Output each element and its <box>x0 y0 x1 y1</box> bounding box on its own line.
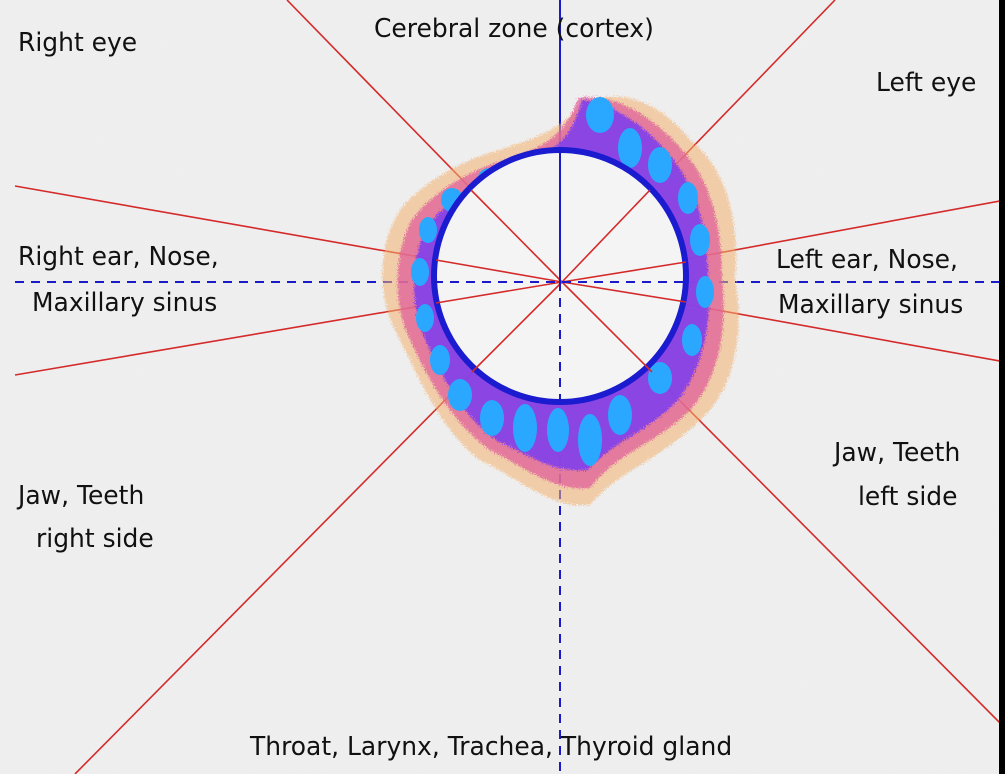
right-border <box>999 0 1005 774</box>
label-right-eye: Right eye <box>18 28 137 59</box>
label-right-ear-line2: Maxillary sinus <box>32 288 217 319</box>
label-jaw-left-line2: left side <box>858 482 958 513</box>
label-jaw-right-line2: right side <box>36 524 154 555</box>
label-jaw-right-line1: Jaw, Teeth <box>18 481 144 512</box>
label-jaw-left-line1: Jaw, Teeth <box>834 438 960 469</box>
label-left-ear-line1: Left ear, Nose, <box>776 245 958 276</box>
label-cerebral-zone: Cerebral zone (cortex) <box>374 14 654 45</box>
label-throat: Throat, Larynx, Trachea, Thyroid gland <box>250 732 732 763</box>
label-left-eye: Left eye <box>876 68 976 99</box>
label-right-ear-line1: Right ear, Nose, <box>18 242 219 273</box>
label-left-ear-line2: Maxillary sinus <box>778 290 963 321</box>
